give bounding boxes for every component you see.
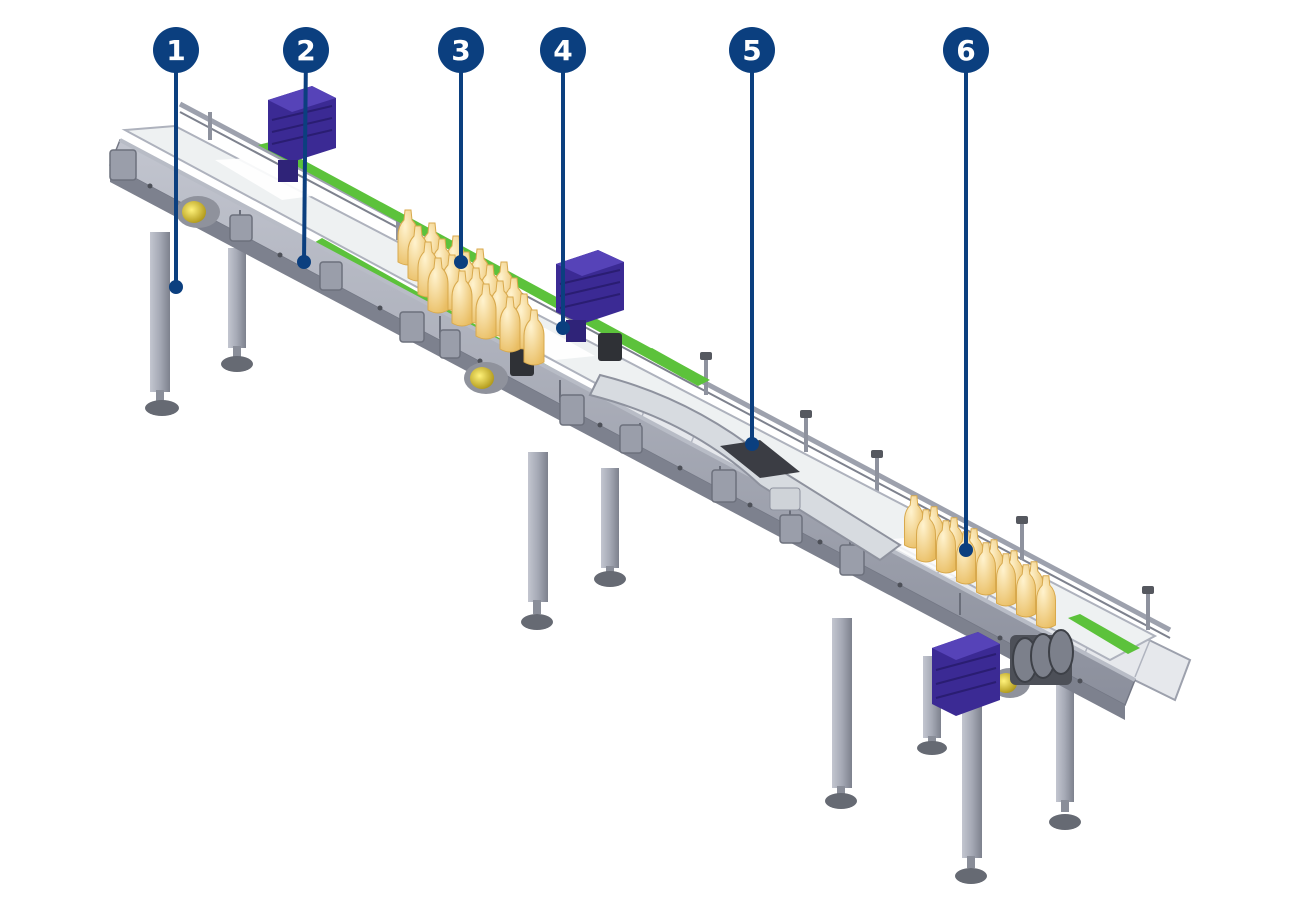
callout-number: 4 (553, 34, 572, 67)
drive-motors (268, 86, 1000, 716)
callout-1: 1 (153, 27, 199, 294)
motor (932, 632, 1000, 716)
callout-dot (454, 255, 468, 269)
callout-2: 2 (283, 27, 329, 269)
bottle (976, 542, 996, 596)
callout-6: 6 (943, 27, 989, 557)
motor (556, 250, 624, 342)
drive-sprockets (1010, 629, 1074, 685)
callout-dot (556, 321, 570, 335)
callout-badge (729, 27, 775, 73)
callout-number: 6 (956, 34, 975, 67)
bottle (451, 270, 473, 327)
callouts: 1 2 3 4 5 6 (153, 27, 989, 557)
callout-badge (153, 27, 199, 73)
conveyor-frame (109, 124, 1158, 720)
callout-4: 4 (540, 27, 586, 335)
hub (176, 196, 220, 228)
transfer-guide (510, 333, 902, 562)
bottle (916, 509, 936, 563)
bottle (1016, 564, 1036, 618)
hub (464, 362, 508, 394)
callout-dot (169, 280, 183, 294)
leg (1049, 662, 1081, 830)
bottle (1036, 575, 1056, 629)
callout-number: 3 (451, 34, 470, 67)
leg (955, 698, 987, 884)
callout-3: 3 (438, 27, 484, 269)
bottle (427, 257, 449, 314)
leg (221, 248, 253, 372)
bottle (956, 531, 976, 585)
callout-5: 5 (729, 27, 775, 451)
leg (594, 468, 626, 587)
callout-badge (283, 27, 329, 73)
bottle (523, 309, 545, 366)
callout-number: 2 (296, 34, 315, 67)
leg (145, 232, 179, 416)
bottle-group-outfeed (904, 495, 1056, 629)
leg (521, 452, 553, 630)
callout-badge (943, 27, 989, 73)
callout-number: 1 (166, 34, 185, 67)
motor (268, 86, 336, 182)
bottle (996, 553, 1016, 607)
bottle (475, 283, 497, 340)
callout-leader (302, 49, 308, 263)
leg (825, 618, 857, 809)
callout-badge (540, 27, 586, 73)
support-legs (145, 232, 1081, 884)
callout-dot (959, 543, 973, 557)
callout-dot (297, 255, 311, 269)
callout-number: 5 (742, 34, 761, 67)
callout-badge (438, 27, 484, 73)
bottle (499, 296, 521, 353)
bottle (936, 520, 956, 574)
callout-dot (745, 437, 759, 451)
